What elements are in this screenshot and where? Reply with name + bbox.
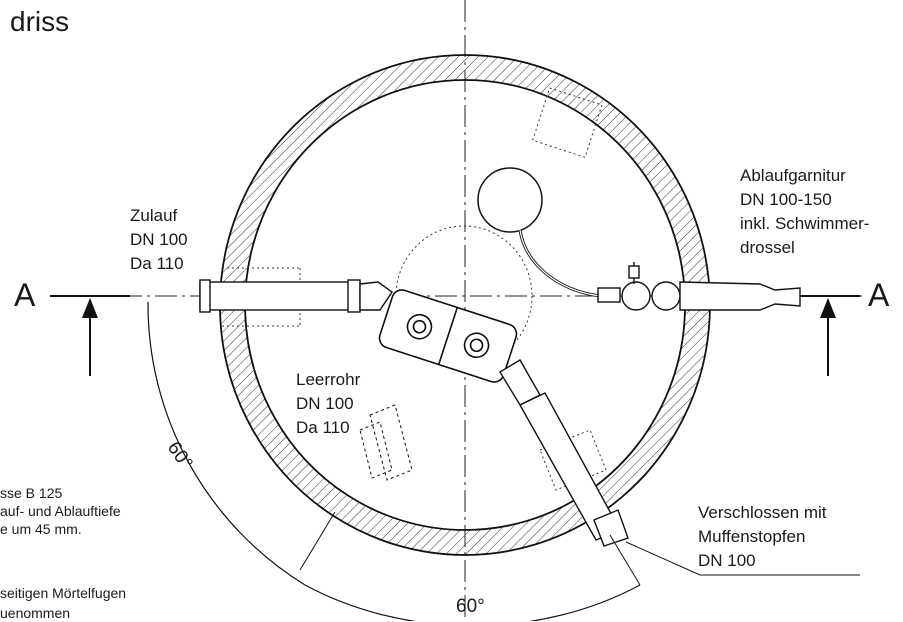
inlet-pipe	[199, 279, 393, 313]
page-title: driss	[10, 6, 70, 37]
diagonal-pipe	[499, 359, 629, 547]
section-marker-right: A	[868, 277, 890, 313]
section-marker-left: A	[14, 277, 36, 313]
outlet-fitting	[597, 262, 801, 311]
tank-wall	[219, 54, 711, 556]
hidden-inlet-left	[222, 267, 301, 327]
angle-label-bottom: 60°	[456, 596, 485, 617]
leader-verschlossen	[625, 541, 701, 576]
angle-arc-left	[147, 301, 306, 586]
float-ball	[477, 167, 543, 233]
float-hose	[518, 229, 601, 298]
hidden-feature-bottom	[539, 429, 607, 491]
distribution-box	[378, 289, 518, 383]
leerrohr-stub	[359, 404, 413, 481]
angle-arc-bottom	[304, 584, 641, 621]
